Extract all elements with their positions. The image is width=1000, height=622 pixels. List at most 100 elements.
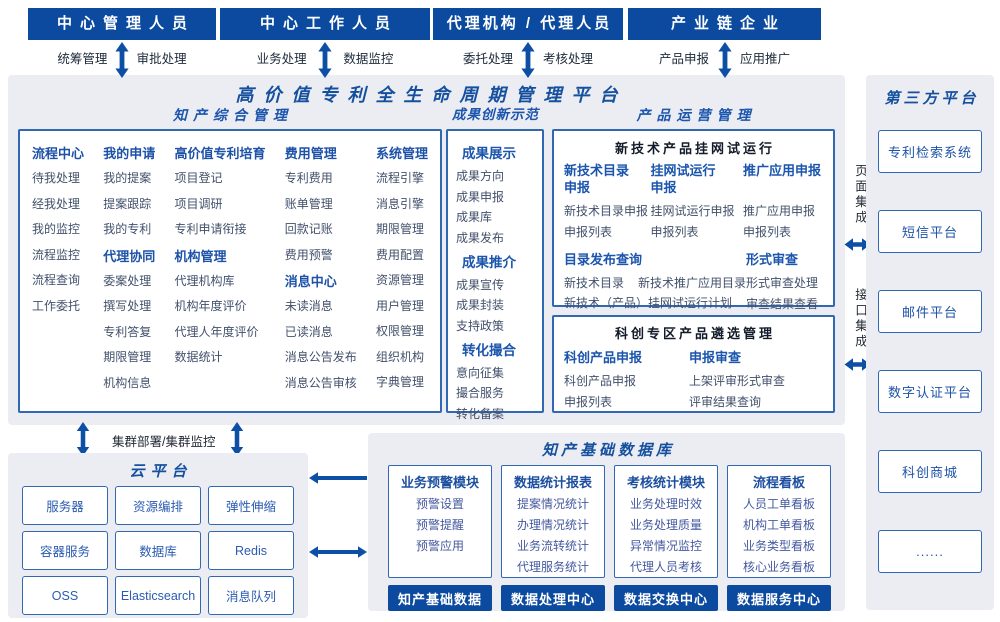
menu-item: 申报列表 xyxy=(650,225,699,239)
role-block-center-staff: 中心工作人员 业务处理 数据监控 xyxy=(220,8,430,78)
menu-group-header: 挂网试运行 申报 xyxy=(650,163,716,195)
menu-item: 业务类型看板 xyxy=(742,539,815,553)
menu-item: 字典管理 xyxy=(375,375,424,389)
section-title: 知产综合管理 xyxy=(173,107,293,123)
menu-group-header: 新技术目录 申报 xyxy=(564,163,630,195)
third-party-list: 专利检索系统 短信平台 邮件平台 数字认证平台 科创商城 ...... xyxy=(866,130,994,573)
menu-item: 撰写处理 xyxy=(103,299,152,313)
menu-item: 工作委托 xyxy=(32,298,81,313)
menu-group-header: 转化撮合 xyxy=(462,342,516,358)
menu-group-header: 机构管理 xyxy=(174,248,227,264)
menu-item: 消息公告发布 xyxy=(284,350,357,364)
third-party-box: 专利检索系统 xyxy=(878,130,982,173)
menu-item: 预警提醒 xyxy=(415,518,464,532)
role-action-left: 委托处理 xyxy=(462,52,513,66)
db-footer-badge: 数据服务中心 xyxy=(727,585,831,611)
menu-item: 账单管理 xyxy=(284,196,333,211)
role-action-left: 业务处理 xyxy=(256,52,307,66)
panel-title: 云平台 xyxy=(129,463,193,480)
menu-group-header: 目录发布查询 xyxy=(564,252,643,267)
menu-item: 费用配置 xyxy=(375,247,424,262)
vertical-double-arrow-icon xyxy=(717,42,732,78)
role-block-agencies: 代理机构 / 代理人员 委托处理 考核处理 xyxy=(433,8,623,78)
menu-item: 我的监控 xyxy=(32,222,81,236)
left-arrow-icon xyxy=(309,472,367,484)
menu-group-header: 系统管理 xyxy=(375,146,428,161)
role-block-center-managers: 中心管理人员 统筹管理 审批处理 xyxy=(28,8,216,78)
box-title: 科创专区产品遴选管理 xyxy=(614,326,775,341)
db-column-kanban: 流程看板 人员工单看板 机构工单看板 业务类型看板 核心业务看板 数据服务中心 xyxy=(727,465,831,611)
menu-item: 代理服务统计 xyxy=(516,560,589,574)
horizontal-double-arrow-icon xyxy=(844,358,871,371)
menu-group-header: 科创产品申报 xyxy=(564,350,643,365)
menu-item: 人员工单看板 xyxy=(742,497,815,511)
third-party-box: 邮件平台 xyxy=(878,290,982,333)
menu-column: 流程中心 待我处理 经我处理 我的监控 流程监控 流程查询 工作委托 xyxy=(32,141,84,411)
role-action-right: 应用推广 xyxy=(739,52,790,66)
cloud-platform-panel: 云平台 服务器 资源编排 弹性伸缩 容器服务 数据库 Redis OSS Ela… xyxy=(8,453,308,618)
menu-item: 项目登记 xyxy=(174,171,223,185)
menu-item: 转化备案 xyxy=(456,406,505,421)
vertical-double-arrow-icon xyxy=(76,422,90,456)
menu-item: 组织机构 xyxy=(375,349,424,364)
catalog-publish-query-group: 目录发布查询 新技术目录新技术推广应用目录 新技术（产品）挂网试运行计划 xyxy=(564,249,746,315)
menu-item: 机构年度评价 xyxy=(174,299,247,313)
menu-item: 业务流转统计 xyxy=(516,539,589,553)
menu-item: 提案情况统计 xyxy=(516,497,589,511)
menu-item: 委案处理 xyxy=(103,273,152,288)
box-title: 新技术产品挂网试运行 xyxy=(614,141,775,156)
menu-column: 系统管理 流程引擎 消息引擎 期限管理 费用配置 资源管理 用户管理 权限管理 … xyxy=(376,141,428,411)
menu-item: 预警设置 xyxy=(415,497,464,511)
menu-group-header: 流程中心 xyxy=(32,146,85,161)
menu-item: 挂网试运行申报 xyxy=(650,204,735,218)
role-action-left: 产品申报 xyxy=(658,52,709,66)
menu-group-header: 消息中心 xyxy=(284,274,337,289)
api-integration-label: 接口集成 xyxy=(853,288,867,350)
panel-title: 第三方平台 xyxy=(884,90,980,107)
menu-item: 代理机构库 xyxy=(174,273,235,288)
menu-column: 高价值专利培育 项目登记 项目调研 专利申请衔接 机构管理 代理机构库 机构年度… xyxy=(174,141,265,411)
menu-group-header: 数据统计报表 xyxy=(513,475,592,490)
main-platform-panel: 高价值专利全生命周期管理平台 知产综合管理 流程中心 待我处理 经我处理 我的监… xyxy=(8,75,845,425)
vertical-double-arrow-icon xyxy=(230,422,244,456)
third-party-box: 数字认证平台 xyxy=(878,370,982,413)
menu-column: 挂网试运行 申报 挂网试运行申报 申报列表 xyxy=(651,162,741,243)
vertical-double-arrow-icon xyxy=(115,42,129,78)
menu-item: 提案跟踪 xyxy=(103,196,152,211)
menu-item: 流程查询 xyxy=(32,273,81,287)
menu-item: 办理情况统计 xyxy=(516,518,589,532)
menu-item: 新技术目录申报 xyxy=(564,204,649,218)
menu-item: 期限管理 xyxy=(375,222,424,236)
menu-item: 费用预警 xyxy=(284,247,333,262)
menu-item: 意向征集 xyxy=(456,365,505,380)
new-tech-trial-box: 新技术产品挂网试运行 新技术目录 申报 新技术目录申报 申报列表 挂网试运行 申… xyxy=(552,129,835,311)
menu-group-header: 费用管理 xyxy=(284,146,337,161)
menu-group-header: 成果展示 xyxy=(462,146,516,161)
cloud-cell: 容器服务 xyxy=(22,531,108,570)
menu-column: 我的申请 我的提案 提案跟踪 我的专利 代理协同 委案处理 撰写处理 专利答复 … xyxy=(103,141,155,411)
menu-item: 流程监控 xyxy=(32,247,81,262)
cloud-cell: 弹性伸缩 xyxy=(208,486,294,525)
role-title: 代理机构 / 代理人员 xyxy=(433,8,623,40)
menu-column: 申报审查 上架评审形式审查 评审结果查询 xyxy=(689,347,823,413)
menu-item: 推广应用申报 xyxy=(743,204,816,218)
menu-column: 科创产品申报 科创产品申报 申报列表 xyxy=(564,347,689,413)
menu-item: 成果库 xyxy=(456,210,493,224)
role-action-right: 考核处理 xyxy=(542,52,593,66)
menu-item: 成果方向 xyxy=(456,169,505,183)
menu-item: 申报列表 xyxy=(564,395,613,409)
db-footer-badge: 知产基础数据 xyxy=(388,585,492,611)
menu-group-header: 形式审查 xyxy=(746,252,799,267)
achievement-box: 成果展示 成果方向 成果申报 成果库 成果发布 成果推介 成果宣传 成果封装 支… xyxy=(446,129,544,421)
vertical-double-arrow-icon xyxy=(521,42,535,78)
role-block-industry-chain: 产业链企业 产品申报 应用推广 xyxy=(628,8,821,78)
menu-item: 未读消息 xyxy=(284,299,333,313)
menu-item: 申报列表 xyxy=(743,225,792,239)
db-module-box: 数据统计报表 提案情况统计 办理情况统计 业务流转统计 代理服务统计 xyxy=(501,465,605,578)
vertical-double-arrow-icon xyxy=(318,42,332,78)
cloud-cell: Redis xyxy=(208,531,294,570)
menu-item: 成果宣传 xyxy=(456,277,505,292)
cloud-cell: 资源编排 xyxy=(115,486,201,525)
cloud-cell: 数据库 xyxy=(115,531,201,570)
menu-item: 机构信息 xyxy=(103,375,152,390)
